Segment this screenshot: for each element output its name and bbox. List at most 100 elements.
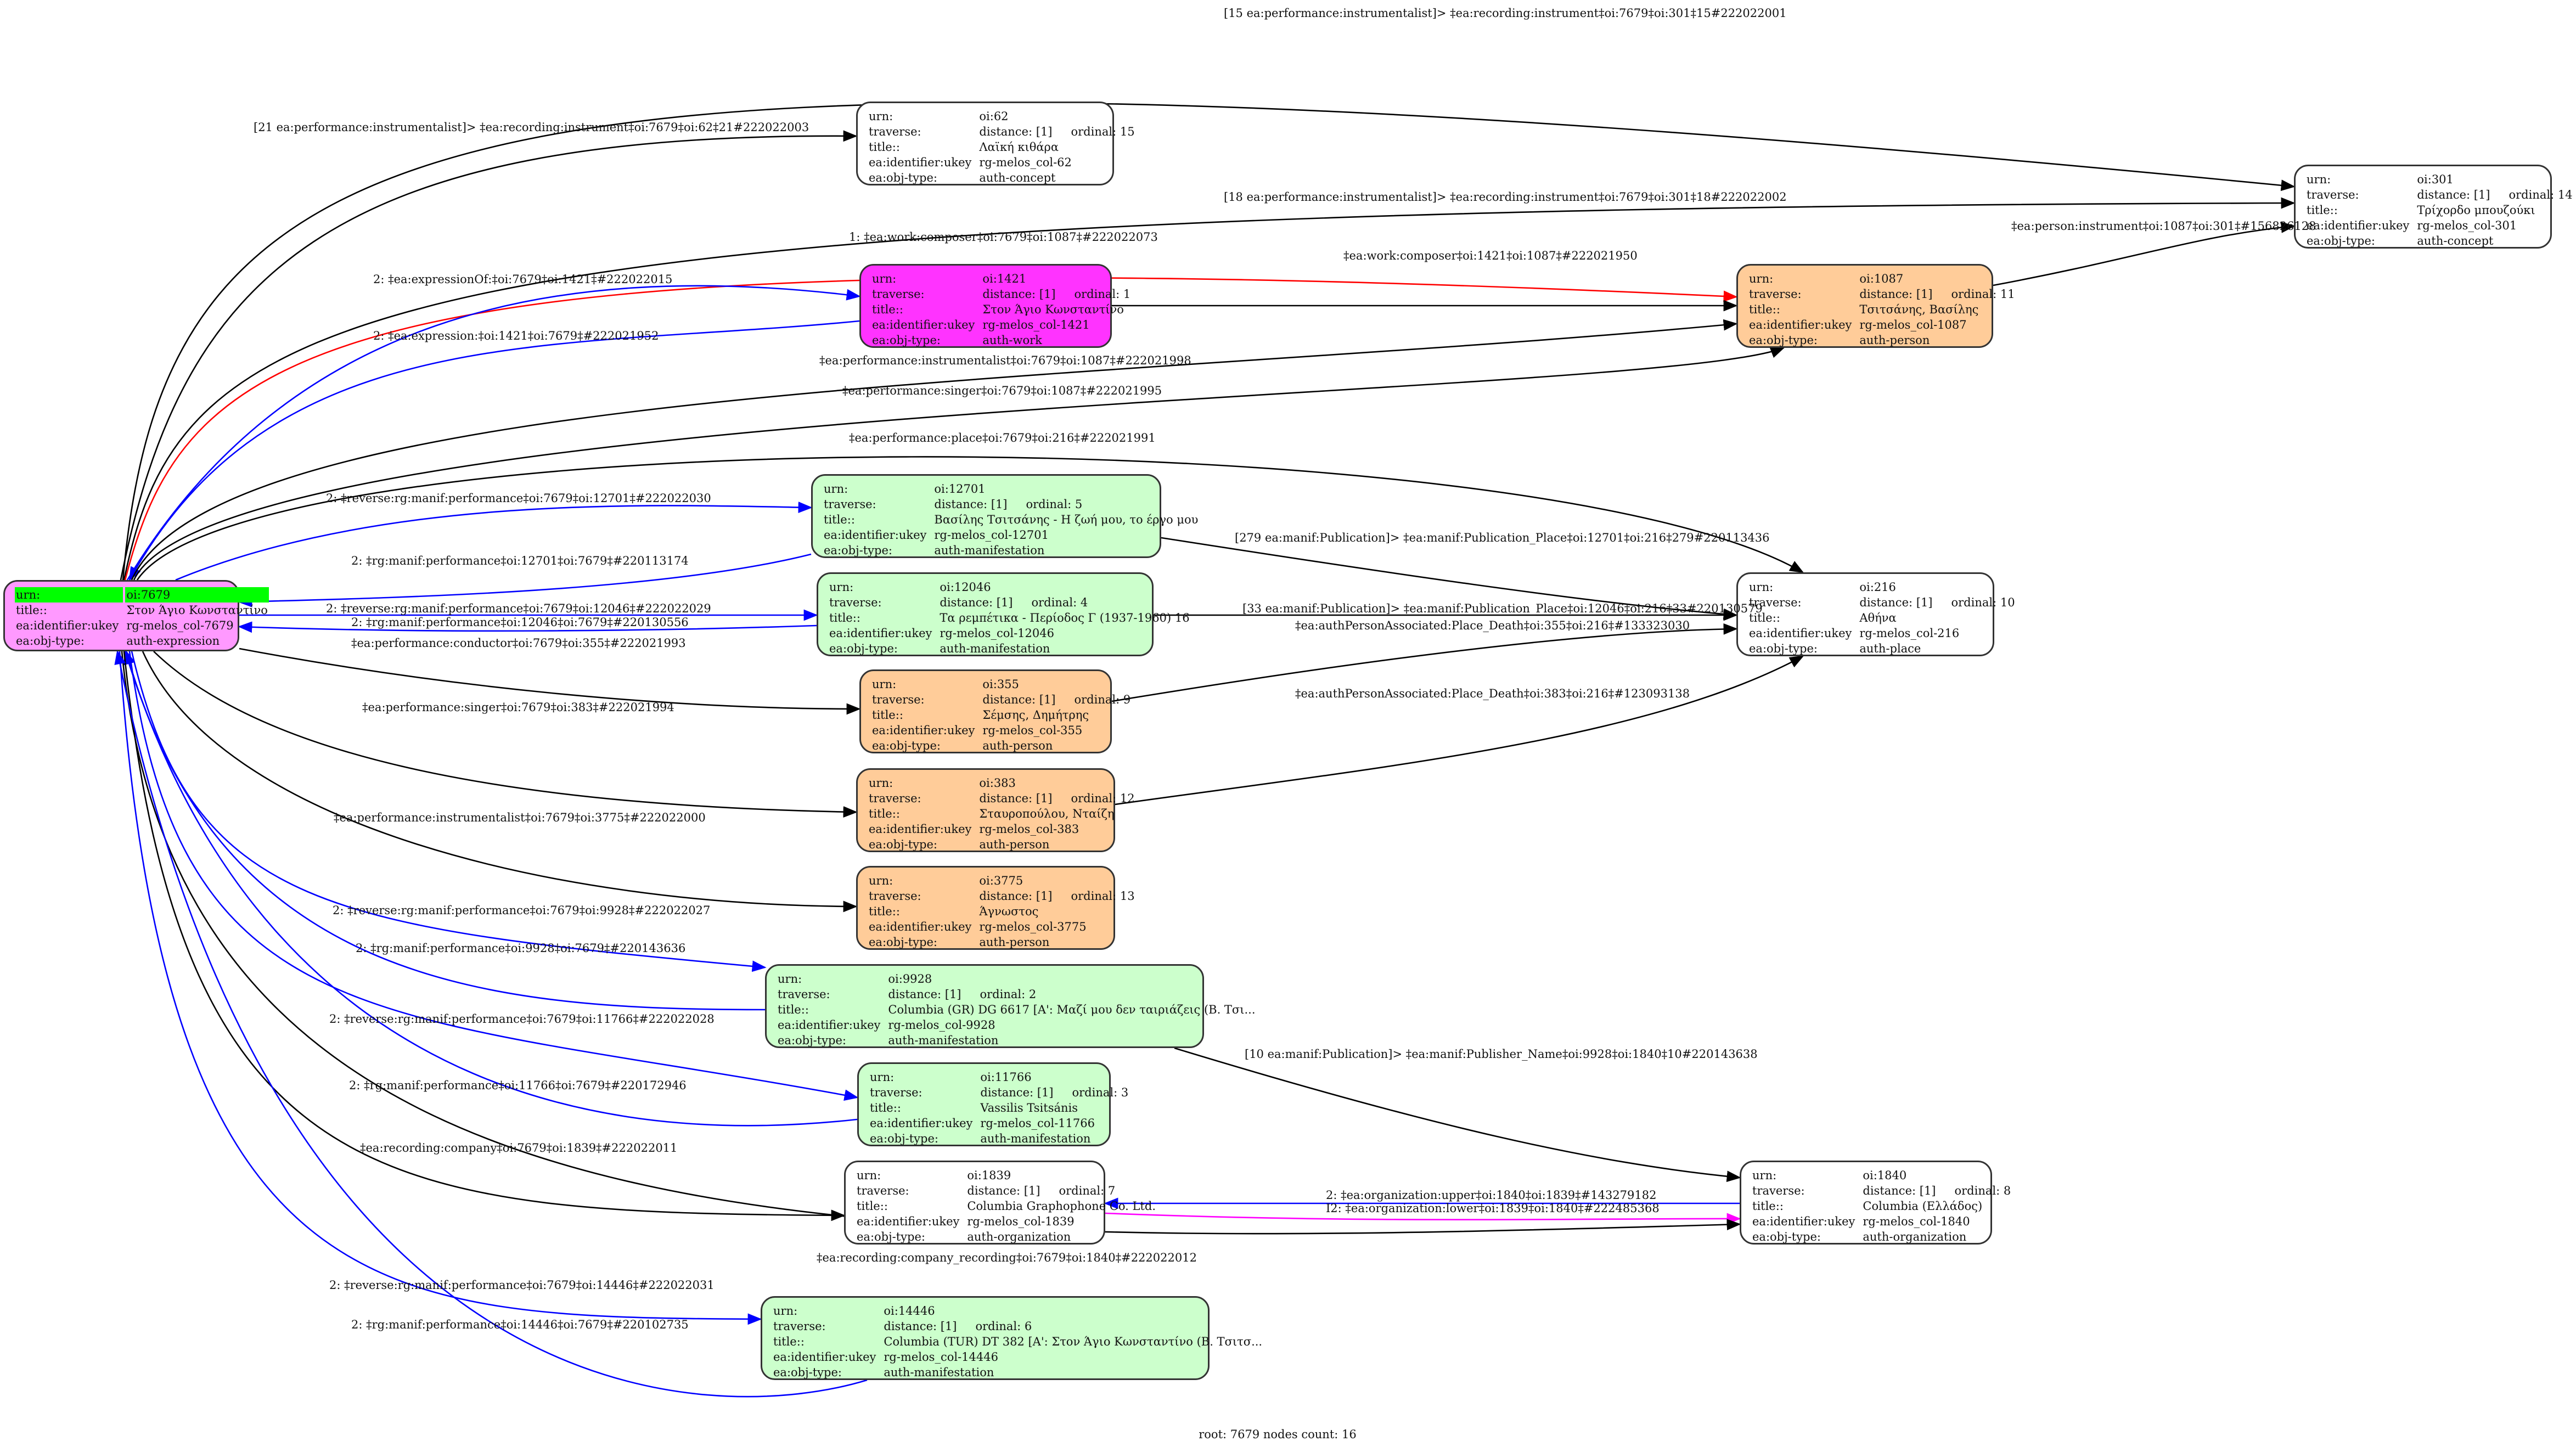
node-field-value: auth-manifestation [940, 642, 1050, 655]
node-row-traverse: traverse:distance: [1]ordinal: 6 [772, 1319, 1263, 1334]
node-field-value: rg-melos_col-3775 [979, 920, 1087, 933]
node-row-traverse: traverse:distance: [1]ordinal: 3 [869, 1085, 1129, 1100]
node-field-value: Σέμσης, Δημήτρης [982, 708, 1089, 722]
node-row-title: title::Άγνωστος [868, 904, 1136, 919]
node-field-label: traverse: [870, 1086, 923, 1099]
node-field-label: traverse: [869, 125, 921, 138]
node-row-objtype: ea:obj-type:auth-person [1748, 333, 2016, 348]
node-fields: urn: oi:14446 traverse:distance: [1]ordina… [770, 1303, 1265, 1380]
node-field-label: urn: [872, 678, 897, 691]
graph-node-14446[interactable]: urn: oi:14446 traverse:distance: [1]ordina… [761, 1296, 1262, 1380]
node-field-value: oi:355 [982, 678, 1019, 691]
node-field-label: title:: [872, 708, 903, 722]
node-row-urn: urn:oi:301 [2305, 172, 2574, 187]
node-field-label: urn: [824, 482, 848, 496]
node-field-value: distance: [1]ordinal: 9 [981, 692, 1132, 707]
edge-label: 2: ‡rg:manif:performance‡oi:12701‡oi:767… [351, 554, 689, 567]
node-field-value: auth-manifestation [888, 1034, 999, 1047]
node-field-value: distance: [1]ordinal: 8 [1861, 1183, 2012, 1198]
traverse-distance: distance: [1] [1859, 596, 1933, 609]
edge-label: [21 ea:performance:instrumentalist]> ‡ea… [254, 121, 809, 134]
node-field-label: ea:obj-type: [870, 1132, 938, 1145]
node-field-label: urn: [1752, 1169, 1777, 1182]
node-field-value: distance: [1]ordinal: 4 [938, 595, 1190, 610]
traverse-distance: distance: [1] [1863, 1184, 1936, 1197]
node-field-label: title:: [829, 611, 860, 624]
node-field-label: traverse: [872, 288, 925, 301]
node-field-value: auth-work [982, 334, 1042, 347]
node-field-label: ea:identifier:ukey [869, 156, 972, 169]
node-field-label: urn: [869, 110, 893, 123]
node-field-value: auth-organization [1863, 1230, 1967, 1243]
node-field-value: Columbia (GR) DG 6617 [A': Μαζί μου δεν … [888, 1003, 1256, 1016]
node-row-traverse: traverse:distance: [1]ordinal: 7 [856, 1183, 1157, 1198]
node-row-objtype: ea:obj-type:auth-concept [868, 170, 1136, 185]
node-field-label: title:: [2307, 204, 2338, 217]
node-row-traverse: traverse:distance: [1]ordinal: 14 [2305, 187, 2574, 202]
node-field-value: Columbia (Ελλάδος) [1863, 1200, 1983, 1213]
node-row-title: title::Τσιτσάνης, Βασίλης [1748, 302, 2016, 317]
node-row-urn: urn:oi:1421 [871, 271, 1132, 286]
node-field-value: Στον Άγιο Κωνσταντίνο [126, 604, 268, 617]
edge-7679-to-355 [239, 648, 861, 715]
node-field-value: oi:383 [979, 776, 1016, 790]
node-field-label: ea:obj-type: [872, 739, 941, 752]
node-field-label: title:: [872, 303, 903, 316]
node-row-traverse: traverse:distance: [1]ordinal: 10 [1748, 595, 2016, 610]
edge-9928-to-7679 [124, 650, 766, 1011]
node-row-objtype: ea:obj-type:auth-manifestation [869, 1131, 1129, 1146]
node-field-label: title:: [870, 1101, 901, 1114]
edge-9928-to-1840 [1174, 1047, 1741, 1183]
node-row-urn: urn: oi:383 [868, 775, 1136, 791]
node-field-label: ea:identifier:ukey [1749, 318, 1852, 331]
node-field-value: auth-person [979, 936, 1050, 949]
edge-label: 2: ‡rg:manif:performance‡oi:9928‡oi:7679… [356, 942, 686, 955]
node-field-label: traverse: [869, 889, 921, 903]
node-row-title: title::Αθήνα [1748, 610, 2016, 626]
node-field-value: auth-concept [2417, 234, 2494, 247]
node-field-label: traverse: [778, 988, 830, 1001]
node-field-label: urn: [869, 776, 893, 790]
edge-1421-to-7679 [128, 320, 860, 582]
node-field-label: ea:identifier:ukey [870, 1117, 973, 1130]
node-field-label: urn: [773, 1304, 798, 1317]
node-field-value: rg-melos_col-11766 [980, 1117, 1095, 1130]
node-field-label: ea:identifier:ukey [16, 619, 119, 632]
node-field-value: rg-melos_col-301 [2417, 219, 2517, 232]
node-row-objtype: ea:obj-type:auth-person [868, 837, 1136, 852]
edge-label: ‡ea:performance:conductor‡oi:7679‡oi:355… [351, 637, 686, 650]
node-row-title: title::Σέμσης, Δημήτρης [871, 707, 1132, 723]
edge-label: ‡ea:performance:place‡oi:7679‡oi:216‡#22… [849, 431, 1156, 444]
node-field-value: rg-melos_col-1840 [1863, 1215, 1970, 1228]
node-field-label: traverse: [829, 596, 882, 609]
traverse-ordinal: ordinal: 11 [1951, 288, 2015, 301]
edge-label: 2: ‡ea:expressionOf:‡oi:7679‡oi:1421‡#22… [373, 273, 673, 286]
node-field-value: oi:14446 [884, 1304, 935, 1317]
node-field-label: ea:identifier:ukey [872, 724, 975, 737]
